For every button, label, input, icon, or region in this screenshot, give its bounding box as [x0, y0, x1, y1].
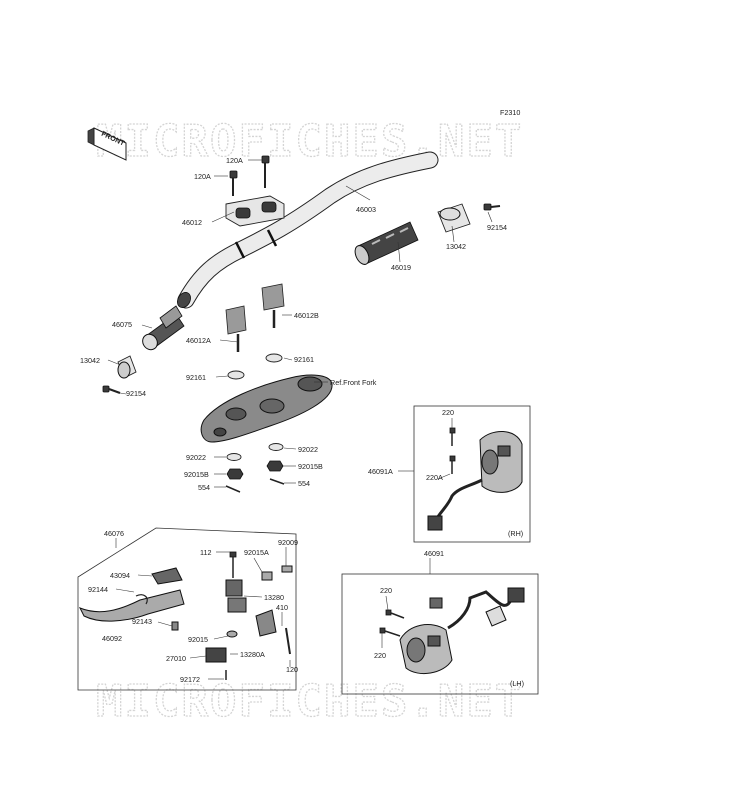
figure-code: F2310: [500, 108, 520, 117]
label-92022-left: 92022: [186, 453, 206, 462]
label-92172: 92172: [180, 675, 200, 684]
label-46075: 46075: [112, 320, 132, 329]
label-92161-left: 92161: [186, 373, 206, 382]
label-120A-top: 120A: [226, 156, 243, 165]
label-46003: 46003: [356, 205, 376, 214]
washer-92161-left: [227, 370, 245, 380]
rh-switch-assembly: [427, 427, 523, 531]
label-rh: (RH): [508, 529, 523, 538]
rh-switch-frame: [413, 405, 531, 543]
label-46092: 46092: [102, 634, 122, 643]
lh-switch-frame: [341, 573, 539, 695]
label-46019: 46019: [391, 263, 411, 272]
label-92154-left: 92154: [126, 389, 146, 398]
label-92015A: 92015A: [244, 548, 269, 557]
watermark-bottom: MICROFICHES.NET: [96, 676, 523, 727]
label-220A-rh: 220A: [426, 473, 443, 482]
cotter-pin-554-left: [225, 485, 241, 493]
lower-holder-left: [225, 305, 247, 352]
label-92154-right: 92154: [487, 223, 507, 232]
label-46012A: 46012A: [186, 336, 211, 345]
label-46012: 46012: [182, 218, 202, 227]
right-grip: [354, 221, 419, 265]
bar-end-screw-left: [102, 385, 121, 394]
label-92015B-right: 92015B: [298, 462, 323, 471]
label-43094: 43094: [110, 571, 130, 580]
label-92009: 92009: [278, 538, 298, 547]
label-46076: 46076: [104, 529, 124, 538]
label-lh: (LH): [510, 679, 524, 688]
label-13042-left: 13042: [80, 356, 100, 365]
label-27010: 27010: [166, 654, 186, 663]
left-grip: [142, 305, 185, 351]
cotter-pin-554-right: [269, 478, 285, 485]
label-46091: 46091: [424, 549, 444, 558]
clamp-bolt-left: [229, 170, 238, 196]
handlebar: [177, 151, 439, 309]
label-46091A: 46091A: [368, 467, 393, 476]
bar-end-screw-right: [483, 203, 501, 211]
watermark-top: MICROFICHES.NET: [96, 116, 523, 167]
upper-clamp: [225, 195, 285, 227]
label-13280: 13280: [264, 593, 284, 602]
clamp-bolt-right: [261, 155, 270, 188]
label-220-lh-top: 220: [380, 586, 392, 595]
washer-92022-right: [268, 443, 284, 451]
label-120: 120: [286, 665, 298, 674]
label-13280A: 13280A: [240, 650, 265, 659]
label-46012B: 46012B: [294, 311, 319, 320]
label-92143: 92143: [132, 617, 152, 626]
label-92015: 92015: [188, 635, 208, 644]
label-92015B-left: 92015B: [184, 470, 209, 479]
label-112: 112: [200, 548, 211, 557]
bar-end-weight-left: [117, 355, 137, 379]
steering-top-bracket: [200, 374, 333, 443]
washer-92161-right: [265, 353, 283, 363]
label-410: 410: [276, 603, 288, 612]
label-120A-left: 120A: [194, 172, 211, 181]
label-92161-right: 92161: [294, 355, 314, 364]
label-92022-right: 92022: [298, 445, 318, 454]
label-220-rh: 220: [442, 408, 454, 417]
nut-92015B-right: [266, 460, 284, 472]
leader-lines: [107, 159, 493, 680]
label-92144: 92144: [88, 585, 108, 594]
label-554-left: 554: [198, 483, 210, 492]
label-ref-front-fork: Ref.Front Fork: [330, 378, 377, 387]
bar-end-weight-right: [437, 203, 471, 233]
lh-switch-assembly: [379, 587, 525, 675]
lower-holder-right: [261, 283, 285, 328]
clutch-lever-frame: [77, 527, 297, 691]
nut-92015B-left: [226, 468, 244, 480]
label-220-lh-bottom: 220: [374, 651, 386, 660]
part-labels: 120A 120A 46003 92154 46012 13042 46019 …: [80, 156, 524, 688]
label-13042-right: 13042: [446, 242, 466, 251]
label-554-right: 554: [298, 479, 310, 488]
washer-92022-left: [226, 453, 242, 461]
